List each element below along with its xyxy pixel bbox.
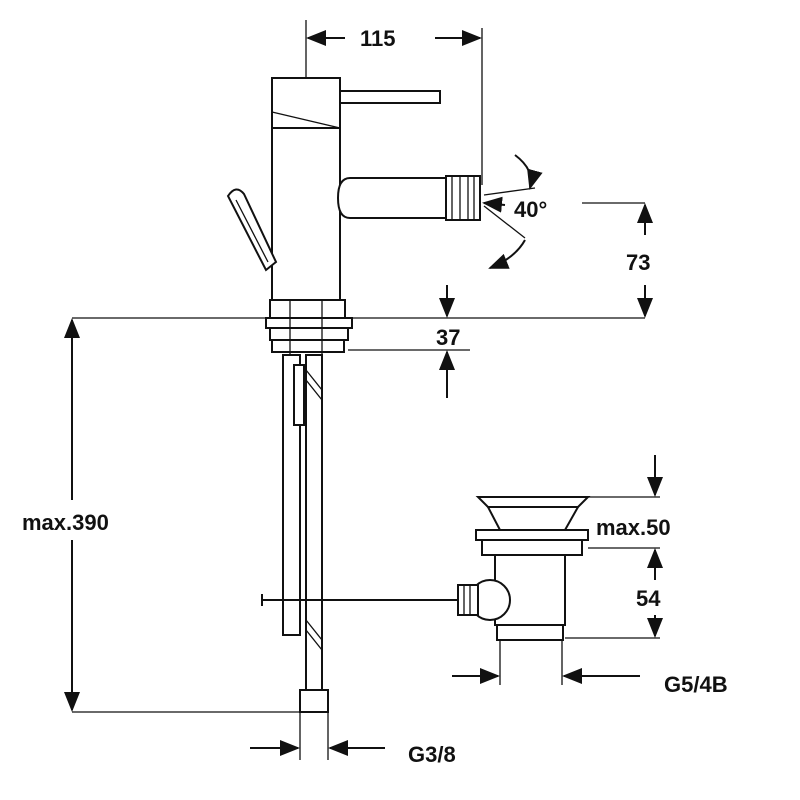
dimension-73: 73 — [72, 202, 653, 319]
dimension-40deg: 40° — [482, 154, 547, 269]
dimension-max390: max.390 — [22, 318, 300, 713]
dimension-37: 37 — [348, 285, 470, 398]
dim-g38-label: G3/8 — [408, 742, 456, 767]
pop-up-waste — [261, 496, 591, 641]
dim-115-label: 115 — [360, 26, 396, 51]
dimension-g54b: G5/4B — [452, 640, 728, 697]
dim-54-label: 54 — [636, 586, 661, 611]
dim-73-label: 73 — [626, 250, 650, 275]
dim-max50-label: max.50 — [596, 515, 671, 540]
dim-g54b-label: G5/4B — [664, 672, 728, 697]
supply-hoses — [282, 354, 329, 713]
dim-max390-label: max.390 — [22, 510, 109, 535]
dimension-drain: max.50 54 — [565, 455, 671, 639]
dim-37-label: 37 — [436, 325, 460, 350]
dim-40-label: 40° — [514, 197, 547, 222]
faucet-body — [226, 77, 481, 355]
dimension-g38: G3/8 — [250, 712, 456, 767]
